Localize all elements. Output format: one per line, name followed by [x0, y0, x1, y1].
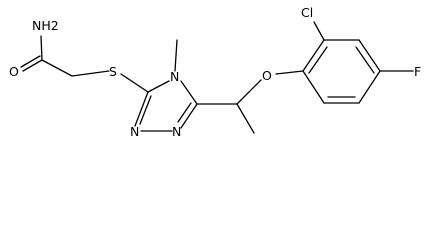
bond-n2-c3-a — [134, 91, 149, 127]
molecule-structure: NH2 O S N N N O Cl F — [9, 5, 421, 139]
bond-n4-c5 — [180, 80, 198, 105]
atom-label-nh2: NH2 — [32, 18, 59, 33]
atom-label-s: S — [109, 64, 117, 79]
atom-label-cl: Cl — [301, 5, 313, 20]
atom-label-n4: N — [170, 69, 179, 84]
bond-ch-o — [236, 79, 262, 105]
atom-label-o-carbonyl: O — [9, 64, 19, 79]
atom-label-n2: N — [130, 124, 139, 139]
bond-c-n-amide — [40, 35, 43, 61]
bond-ar-cl — [313, 21, 325, 41]
bond-s-c3 — [120, 73, 149, 93]
bond-ar-c1-c2-b — [308, 46, 328, 74]
atom-label-o-ether: O — [262, 68, 272, 83]
atom-labels: NH2 O S N N N O Cl F — [9, 5, 421, 139]
bond-ar-c1-c2-a — [302, 39, 325, 72]
bond-n4-methyl — [174, 39, 178, 72]
bond-ch-methyl — [236, 103, 255, 134]
bond-c5-n1-a — [180, 103, 198, 129]
bond-c3-n4 — [147, 80, 170, 93]
atom-label-n1: N — [172, 124, 181, 139]
bond-o-ar — [275, 70, 304, 75]
bond-c-ch2 — [41, 59, 73, 77]
atom-label-f: F — [414, 64, 421, 79]
bond-ar-c3-c4-b — [355, 46, 375, 74]
bond-n2-c3-b — [139, 95, 152, 125]
bond-ar-c6-c1 — [302, 70, 325, 104]
bond-c5-n1-b — [177, 102, 192, 123]
bond-ar-c3-c4-a — [358, 39, 381, 72]
bond-c-o-double-b — [20, 55, 41, 68]
bonds — [20, 21, 414, 134]
bond-ar-c4-c5 — [358, 70, 381, 104]
bond-ch2-s — [71, 70, 110, 77]
bond-c-o-double-a — [22, 59, 43, 72]
